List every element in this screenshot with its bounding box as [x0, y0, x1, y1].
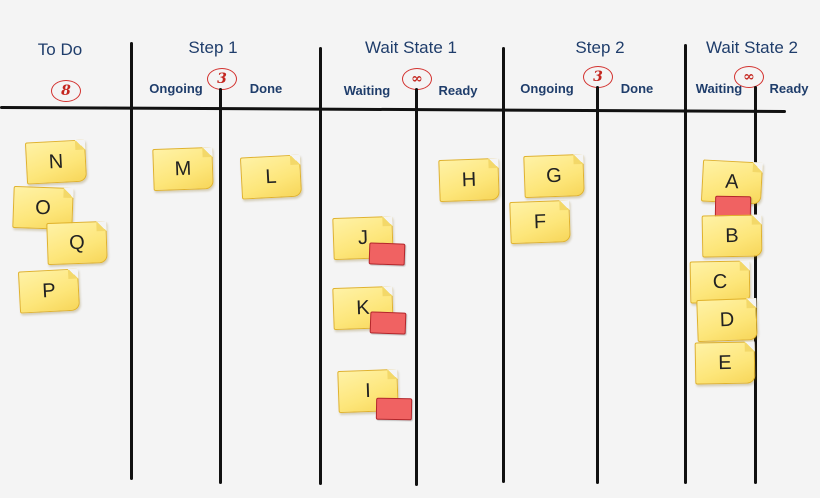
subcolumn-divider: [754, 86, 757, 484]
blocker-tag: [369, 311, 407, 335]
column-divider: [130, 42, 133, 480]
sticky-note[interactable]: P: [17, 268, 81, 314]
subcolumn-label-step2-done: Done: [620, 81, 654, 96]
subcolumn-label-step2-ongoing: Ongoing: [520, 81, 574, 96]
subcolumn-divider: [415, 88, 418, 486]
column-divider: [502, 47, 505, 483]
sticky-note[interactable]: F: [509, 199, 571, 245]
sticky-note[interactable]: Q: [46, 220, 108, 266]
wip-limit-todo: 8: [51, 80, 81, 102]
sticky-note[interactable]: N: [24, 139, 88, 185]
subcolumn-label-wait1-waiting: Waiting: [343, 83, 391, 98]
wip-limit-wait1: ∞: [402, 68, 432, 90]
blocker-tag: [368, 242, 406, 266]
column-title-wait2: Wait State 2: [706, 38, 798, 57]
sticky-note[interactable]: B: [701, 214, 763, 258]
blocker-tag: [375, 397, 413, 421]
subcolumn-label-wait2-waiting: Waiting: [695, 81, 743, 96]
sticky-note[interactable]: G: [523, 153, 585, 199]
subcolumn-label-wait1-ready: Ready: [438, 83, 478, 98]
sticky-note[interactable]: C: [689, 260, 751, 304]
subcolumn-label-step1-ongoing: Ongoing: [149, 81, 203, 96]
column-title-wait1: Wait State 1: [365, 38, 457, 57]
header-divider-line: [0, 105, 787, 114]
subcolumn-label-wait2-ready: Ready: [769, 81, 809, 96]
subcolumn-divider: [219, 88, 222, 484]
column-divider: [684, 44, 687, 484]
column-title-todo: To Do: [37, 40, 83, 59]
subcolumn-label-step1-done: Done: [249, 81, 283, 96]
sticky-note[interactable]: D: [696, 297, 758, 343]
column-title-step2: Step 2: [575, 38, 625, 57]
subcolumn-divider: [596, 86, 599, 484]
wip-limit-step2: 3: [583, 66, 613, 88]
wip-limit-step1: 3: [207, 68, 237, 90]
sticky-note[interactable]: E: [694, 341, 756, 385]
column-title-step1: Step 1: [188, 38, 238, 57]
sticky-note[interactable]: M: [152, 146, 214, 192]
column-divider: [319, 47, 322, 485]
sticky-note[interactable]: L: [239, 154, 303, 200]
wip-limit-wait2: ∞: [734, 66, 764, 88]
sticky-note[interactable]: H: [438, 157, 500, 203]
